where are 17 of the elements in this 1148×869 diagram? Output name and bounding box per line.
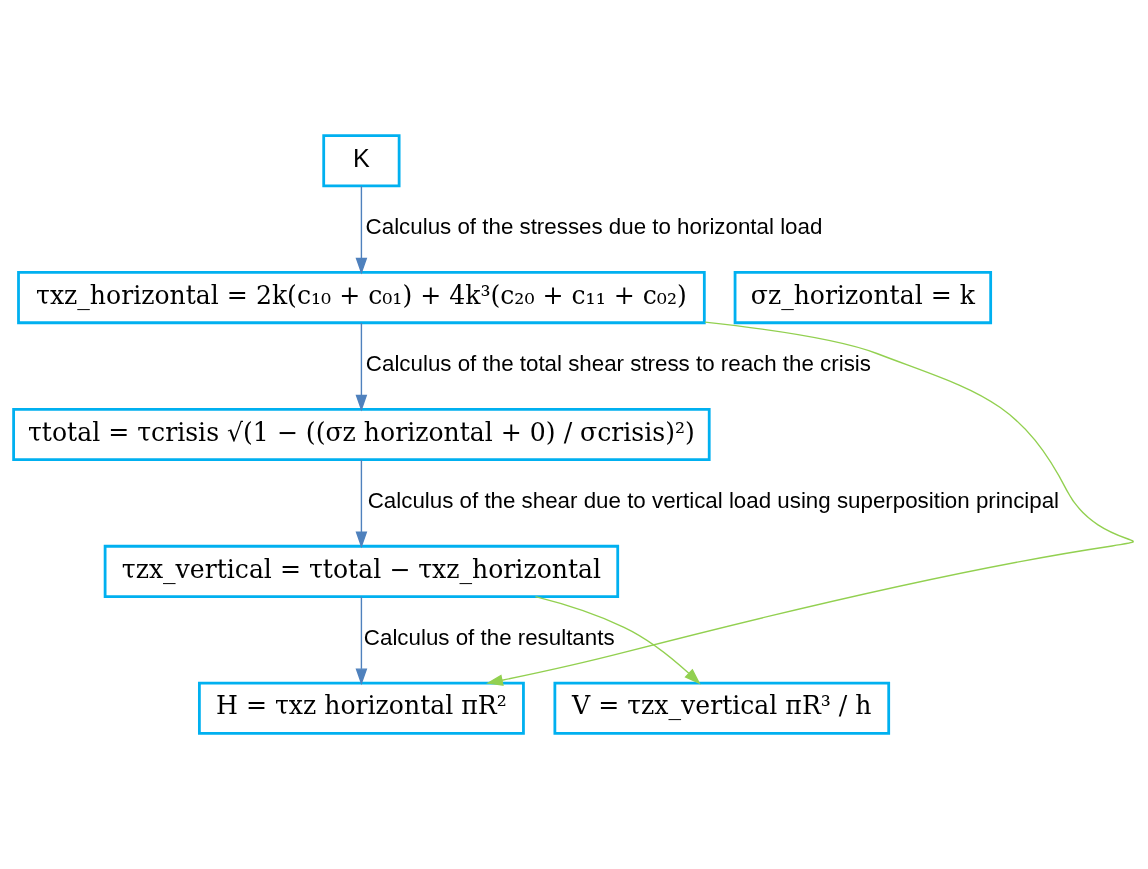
arrow: [534, 595, 701, 685]
node-box: H = τxz horizontal πR²: [198, 681, 525, 735]
edge-label: Calculus of the stresses due to horizontal load: [365, 214, 823, 240]
edge-label: Calculus of the shear due to vertical load using superposition principal: [367, 488, 1060, 514]
arrow: [486, 321, 1134, 686]
edge-label: Calculus of the total shear stress to reach the crisis: [365, 351, 871, 377]
node-box: τzx_vertical = τtotal − τxz_horizontal: [103, 544, 620, 598]
node-box: σz_horizontal = k: [733, 271, 993, 325]
arrow: [355, 322, 368, 412]
arrow: [355, 185, 368, 275]
node-box: τxz_horizontal = 2k(c₁₀ + c₀₁) + 4k³(c₂₀ + c₁₁ + c₀₂): [17, 271, 706, 325]
edge-label: Calculus of the resultants: [363, 625, 615, 651]
node-box: K: [322, 134, 401, 188]
node-box: τtotal = τcrisis √(1 − ((σz horizontal + 0) / σcrisis)²): [12, 407, 711, 462]
arrow: [355, 596, 368, 686]
node-box: V = τzx_vertical πR³ / h: [553, 681, 891, 735]
arrow: [355, 459, 368, 549]
